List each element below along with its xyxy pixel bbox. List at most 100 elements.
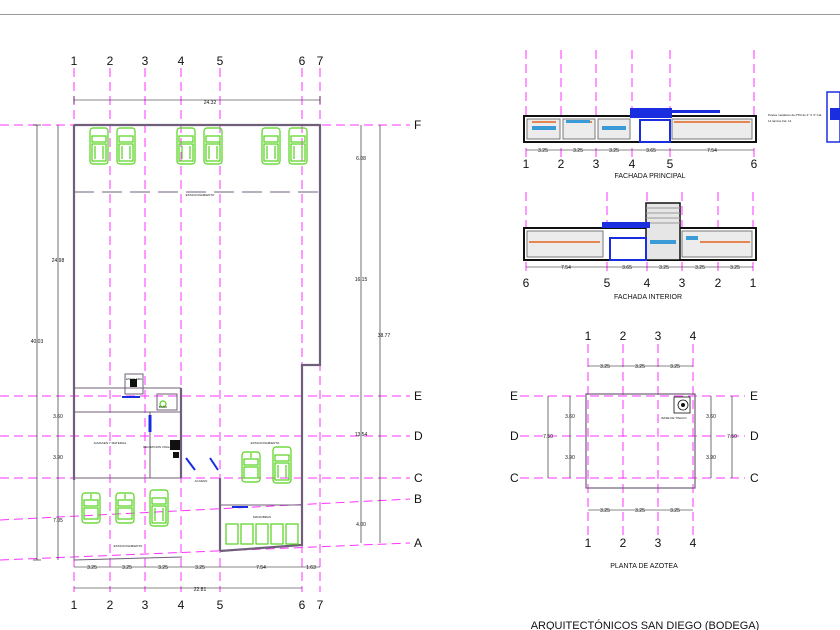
fi-axis-4: 4 bbox=[644, 276, 651, 290]
plan-axis-bottom-5: 5 bbox=[217, 598, 224, 612]
room-maneuvers: MANIOBRAS bbox=[253, 515, 271, 519]
dim-left-upper: 24.98 bbox=[52, 258, 65, 264]
dim-bottom-seg-3: 3.25 bbox=[158, 565, 168, 571]
bath-box bbox=[156, 393, 178, 411]
az-dim-top-1: 3.25 bbox=[600, 364, 610, 370]
fp-dim-1: 3.25 bbox=[538, 148, 548, 154]
room-reception: RECEPCION VIGILANCIA bbox=[143, 445, 179, 449]
az-axis-top-3: 3 bbox=[655, 329, 662, 343]
dim-bottom-total: 22.81 bbox=[194, 587, 207, 593]
dim-bottom: 3.25 3.25 3.25 3.25 7.54 1.63 22.81 bbox=[74, 565, 320, 593]
fp-dim-3: 3.25 bbox=[609, 148, 619, 154]
plan-axis-A: A bbox=[414, 536, 422, 550]
fp-axis-5: 5 bbox=[667, 157, 674, 171]
fi-dim-3: 3.25 bbox=[659, 265, 669, 271]
plan-axis-bottom-6: 6 bbox=[299, 598, 306, 612]
az-axis-top-2: 2 bbox=[620, 329, 627, 343]
dim-bottom-seg-1: 3.25 bbox=[87, 565, 97, 571]
plan-axis-C: C bbox=[414, 471, 423, 485]
dim-bottom-seg-4: 3.25 bbox=[195, 565, 205, 571]
dim-bottom-seg-2: 3.25 bbox=[122, 565, 132, 571]
az-dim-left-2: 3.90 bbox=[565, 455, 575, 461]
dim-right-seg-2: 16.15 bbox=[355, 277, 368, 283]
room-bath: BAÑO bbox=[159, 404, 168, 409]
fachada-principal: 3.25 3.25 3.25 3.65 7.54 1 2 3 4 5 6 FAC… bbox=[523, 50, 758, 180]
az-axis-bottom-2: 2 bbox=[620, 536, 627, 550]
dim-right: 6.08 16.15 13.54 4.00 38.77 bbox=[355, 125, 390, 543]
parking-cars-top bbox=[89, 127, 308, 165]
room-storage: ALMACEN Y MATERIAL bbox=[94, 441, 127, 445]
fi-axis-3: 3 bbox=[679, 276, 686, 290]
fp-axis-2: 2 bbox=[558, 157, 565, 171]
plan-walls bbox=[72, 123, 322, 561]
plan-axis-B: B bbox=[414, 492, 422, 506]
plan-axis-top-7: 7 bbox=[317, 54, 324, 68]
fi-axis-1: 1 bbox=[750, 276, 757, 290]
az-dim-right-1: 3.60 bbox=[706, 414, 716, 420]
fi-dim-4: 3.25 bbox=[695, 265, 705, 271]
plan-axis-bottom-2: 2 bbox=[107, 598, 114, 612]
az-dim-right-total: 7.50 bbox=[727, 434, 737, 440]
plan-axis-top-1: 1 bbox=[71, 54, 78, 68]
main-plan: 1 2 3 4 5 6 7 1 2 3 4 5 6 7 F E D C B A bbox=[0, 54, 423, 612]
plan-axis-top-3: 3 bbox=[142, 54, 149, 68]
side-detail-box bbox=[826, 91, 840, 143]
gate-right bbox=[209, 457, 219, 471]
az-axis-left-C: C bbox=[510, 471, 519, 485]
room-parking-top: ESTACIONAMIENTO bbox=[186, 193, 215, 197]
az-dim-bottom-1: 3.25 bbox=[600, 508, 610, 514]
azotea-title: PLANTA DE AZOTEA bbox=[610, 563, 678, 570]
plan-axis-E: E bbox=[414, 389, 422, 403]
plan-axis-D: D bbox=[414, 429, 423, 443]
fp-dim-2: 3.25 bbox=[573, 148, 583, 154]
fi-dim-5: 3.25 bbox=[730, 265, 740, 271]
az-dim-left-total: 7.50 bbox=[543, 434, 553, 440]
maneuver-bays bbox=[225, 523, 299, 545]
dim-left-total: 40.03 bbox=[31, 339, 44, 345]
plan-axis-top-6: 6 bbox=[299, 54, 306, 68]
dim-left-seg-3: 7.05 bbox=[53, 518, 63, 524]
tank-label: BASE DE TINACO bbox=[661, 416, 687, 420]
door-symbol bbox=[170, 440, 180, 450]
az-axis-right-D: D bbox=[750, 429, 759, 443]
parking-cars-left bbox=[81, 489, 169, 527]
fp-dim-4: 3.65 bbox=[646, 148, 656, 154]
toilet-icon bbox=[159, 400, 167, 408]
plan-axis-top-5: 5 bbox=[217, 54, 224, 68]
stairs-box bbox=[124, 373, 144, 395]
fi-dim-2: 3.65 bbox=[622, 265, 632, 271]
plan-axis-bottom-7: 7 bbox=[317, 598, 324, 612]
az-axis-bottom-3: 3 bbox=[655, 536, 662, 550]
note-line-2: 14 lamina Cal. 14 bbox=[768, 119, 792, 123]
az-dim-top-3: 3.25 bbox=[670, 364, 680, 370]
plan-axis-top-4: 4 bbox=[178, 54, 185, 68]
fachada-principal-title: FACHADA PRINCIPAL bbox=[614, 173, 685, 180]
room-parking-right: ESTACIONAMIENTO bbox=[251, 441, 280, 445]
sheet-top-border bbox=[0, 14, 840, 15]
fi-axis-5: 5 bbox=[604, 276, 611, 290]
room-stairs: ESCALERA bbox=[126, 377, 142, 381]
az-axis-right-E: E bbox=[750, 389, 758, 403]
az-axis-right-C: C bbox=[750, 471, 759, 485]
dim-top-total: 24.32 bbox=[204, 100, 217, 106]
az-dim-top-2: 3.25 bbox=[635, 364, 645, 370]
fp-axis-3: 3 bbox=[593, 157, 600, 171]
gate-left bbox=[185, 457, 196, 471]
az-axis-left-E: E bbox=[510, 389, 518, 403]
plan-axis-bottom-4: 4 bbox=[178, 598, 185, 612]
dim-right-seg-4: 4.00 bbox=[356, 522, 366, 528]
fachada-interior: 7.54 3.65 3.25 3.25 3.25 6 5 4 3 2 1 FAC… bbox=[523, 192, 757, 301]
plan-axis-bottom-3: 3 bbox=[142, 598, 149, 612]
room-parking-left: ESTACIONAMIENTO bbox=[114, 544, 143, 548]
sheet-title: ARQUITECTÓNICOS SAN DIEGO (BODEGA) bbox=[531, 619, 760, 630]
az-axis-top-4: 4 bbox=[690, 329, 697, 343]
fp-axis-6: 6 bbox=[751, 157, 758, 171]
plan-grid-horizontal bbox=[0, 124, 411, 561]
fp-dim-5: 7.54 bbox=[707, 148, 717, 154]
plan-axis-F: F bbox=[414, 118, 421, 132]
plan-axis-bottom-1: 1 bbox=[71, 598, 78, 612]
az-axis-bottom-1: 1 bbox=[585, 536, 592, 550]
fi-dim-1: 7.54 bbox=[561, 265, 571, 271]
planta-azotea: BASE DE TINACO 1 2 3 4 1 2 3 4 E D C E D… bbox=[510, 329, 759, 570]
